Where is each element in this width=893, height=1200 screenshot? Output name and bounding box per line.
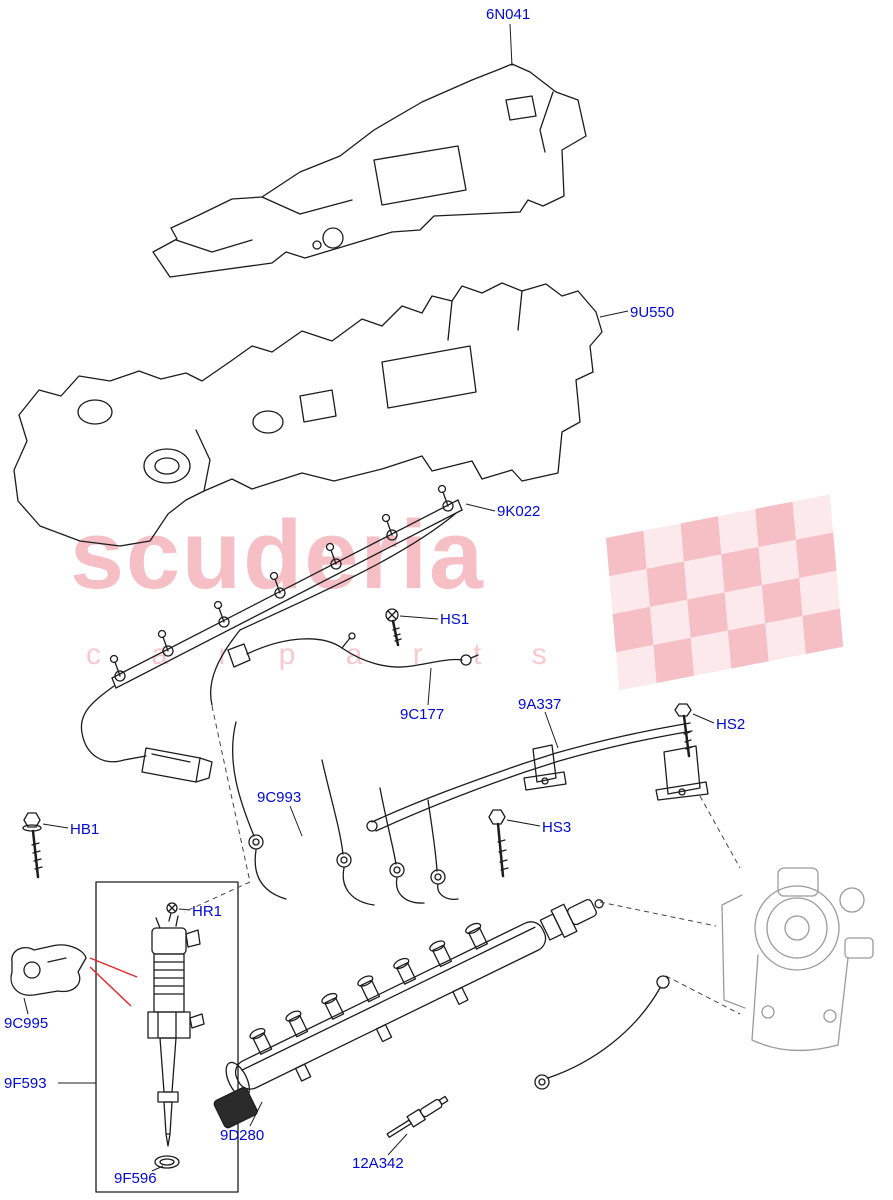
bolt-hb1 xyxy=(22,812,43,879)
screw-hr1 xyxy=(166,902,178,922)
part-upper-cover xyxy=(152,63,587,278)
red-pointer-lines xyxy=(89,957,138,1007)
callout-clamp[interactable]: 9C995 xyxy=(4,1015,49,1032)
callout-bolt-hs2[interactable]: HS2 xyxy=(716,716,746,733)
part-return-hose xyxy=(227,632,479,668)
callout-return-hose[interactable]: 9C177 xyxy=(400,706,445,723)
callout-fuel-rail[interactable]: 9D280 xyxy=(220,1127,265,1144)
callout-acoustic-cover[interactable]: 9U550 xyxy=(630,304,675,321)
bolt-hs1 xyxy=(385,608,402,647)
part-injector-clamp xyxy=(10,944,87,996)
part-injector-box xyxy=(95,881,239,1193)
watermark-subtitle: c a r p a r t s xyxy=(86,638,561,671)
checkered-flag-icon xyxy=(606,494,844,691)
callout-injector-assembly[interactable]: 9F593 xyxy=(4,1075,47,1092)
assembly-guides xyxy=(183,705,741,1015)
part-glow-plug xyxy=(386,1095,449,1138)
bolt-hs2 xyxy=(674,703,693,758)
bolt-hs3 xyxy=(488,809,509,878)
callout-injector-pipes[interactable]: 9C993 xyxy=(257,789,302,806)
part-acoustic-cover xyxy=(13,282,603,547)
part-injector-harness xyxy=(80,484,463,783)
part-high-pressure-pump xyxy=(721,867,874,1052)
callout-o-ring[interactable]: 9F596 xyxy=(114,1170,157,1187)
part-injector-pipes xyxy=(232,721,459,906)
part-fuel-pipes xyxy=(366,722,709,832)
part-fuel-rail xyxy=(213,898,670,1129)
callout-glow-plug[interactable]: 12A342 xyxy=(352,1155,404,1172)
part-fuel-injector xyxy=(147,915,205,1147)
callout-fuel-pipes[interactable]: 9A337 xyxy=(518,696,562,713)
callout-bolt-hs1[interactable]: HS1 xyxy=(440,611,470,628)
callout-screw-hr1[interactable]: HR1 xyxy=(192,903,223,920)
callout-harness[interactable]: 9K022 xyxy=(497,503,541,520)
part-o-ring xyxy=(154,1155,180,1169)
callout-bolt-hb1[interactable]: HB1 xyxy=(70,821,100,838)
callout-bolt-hs3[interactable]: HS3 xyxy=(542,819,572,836)
callout-cover-top[interactable]: 6N041 xyxy=(486,6,531,23)
leader-lines xyxy=(23,23,715,1172)
